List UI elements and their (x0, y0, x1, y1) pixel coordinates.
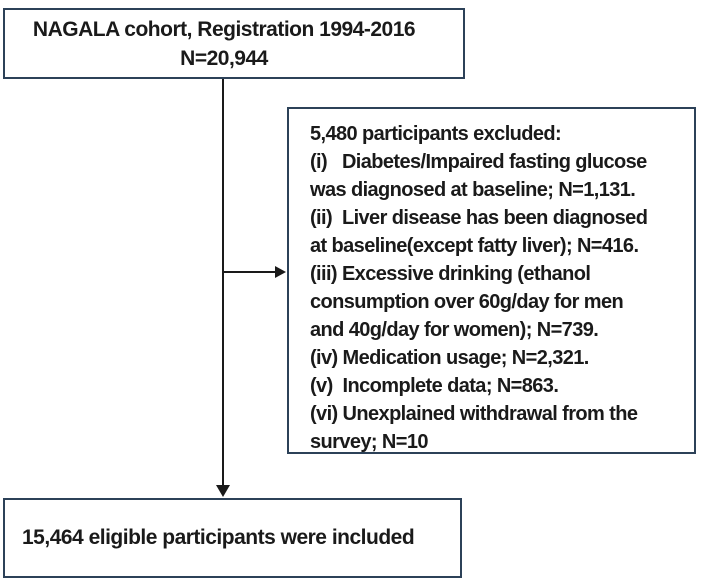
exclusion-line: consumption over 60g/day for men (310, 291, 624, 313)
exclusion-box: 5,480 participants excluded: (i) Diabete… (287, 107, 696, 454)
exclusion-line: (vi) Unexplained withdrawal from the (310, 403, 638, 425)
exclusion-line: (ii) Liver disease has been diagnosed (310, 207, 648, 229)
included-box: 15,464 eligible participants were includ… (3, 498, 462, 578)
cohort-box: NAGALA cohort, Registration 1994-2016 N=… (3, 8, 465, 79)
cohort-box-line1: NAGALA cohort, Registration 1994-2016 (32, 17, 416, 41)
exclusion-line: (iii) Excessive drinking (ethanol (310, 263, 591, 285)
arrowhead-down-icon (216, 485, 230, 497)
exclusion-line: was diagnosed at baseline; N=1,131. (310, 179, 636, 201)
exclusion-line: (iv) Medication usage; N=2,321. (310, 347, 589, 369)
branch-connector-line (223, 271, 276, 273)
cohort-box-line2: N=20,944 (180, 46, 268, 70)
arrowhead-right-icon (275, 266, 286, 278)
exclusion-line: at baseline(except fatty liver); N=416. (310, 235, 639, 257)
exclusion-line: and 40g/day for women); N=739. (310, 319, 599, 341)
exclusion-line: survey; N=10 (310, 431, 428, 453)
vertical-connector-line (222, 79, 224, 490)
exclusion-line: (i) Diabetes/Impaired fasting glucose (310, 151, 647, 173)
exclusion-line: (v) Incomplete data; N=863. (310, 375, 559, 397)
exclusion-line: 5,480 participants excluded: (310, 123, 562, 145)
included-box-text: 15,464 eligible participants were includ… (22, 526, 415, 549)
